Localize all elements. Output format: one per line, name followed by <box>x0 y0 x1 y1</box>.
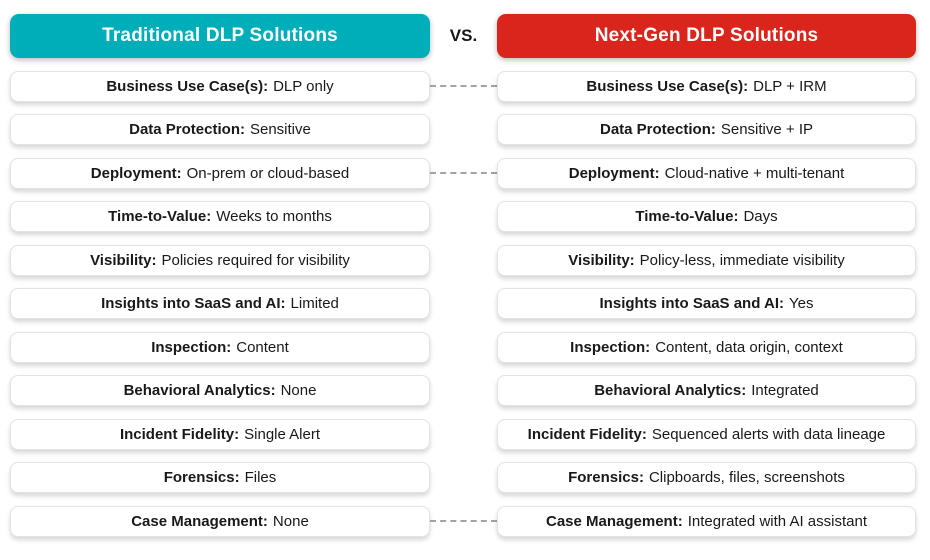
traditional-row-value: Weeks to months <box>216 208 332 225</box>
row-label: Deployment: <box>90 164 182 182</box>
traditional-row-value: Files <box>244 469 277 486</box>
traditional-row-value: None <box>280 382 317 399</box>
connector-cell <box>430 288 497 319</box>
connector-cell <box>430 506 497 537</box>
traditional-row: Inspection: Content <box>10 331 430 363</box>
connector-cell <box>430 201 497 232</box>
nextgen-row: Deployment: Cloud-native + multi-tenant <box>497 157 916 189</box>
row-label: Deployment: <box>568 164 660 182</box>
connector-cell <box>430 114 497 145</box>
traditional-row: Deployment: On-prem or cloud-based <box>10 157 430 189</box>
traditional-row-value: DLP only <box>273 77 334 95</box>
traditional-row: Visibility: Policies required for visibi… <box>10 244 430 276</box>
nextgen-row-value: Clipboards, files, screenshots <box>648 469 845 486</box>
traditional-header-label: Traditional DLP Solutions <box>102 25 338 46</box>
traditional-row-value: None <box>272 512 309 530</box>
row-label: Data Protection: <box>600 121 716 138</box>
row-label: Insights into SaaS and AI: <box>101 295 286 312</box>
row-label: Case Management: <box>131 512 268 530</box>
traditional-row: Case Management: None <box>10 505 430 537</box>
row-label: Business Use Case(s): <box>106 77 269 95</box>
nextgen-row: Business Use Case(s): DLP + IRM <box>497 70 916 102</box>
nextgen-row: Behavioral Analytics: Integrated <box>497 375 916 406</box>
row-label: Visibility: <box>568 251 635 269</box>
nextgen-row-value: Days <box>743 208 778 225</box>
nextgen-row: Case Management: Integrated with AI assi… <box>497 505 916 537</box>
vs-label: VS. <box>449 26 478 45</box>
connector-cell <box>430 71 497 102</box>
traditional-row-value: On-prem or cloud-based <box>186 164 350 182</box>
connector-cell <box>430 158 497 189</box>
nextgen-row: Insights into SaaS and AI: Yes <box>497 288 916 319</box>
row-label: Behavioral Analytics: <box>594 382 747 399</box>
nextgen-header: Next-Gen DLP Solutions <box>497 14 916 58</box>
nextgen-row: Incident Fidelity: Sequenced alerts with… <box>497 418 916 450</box>
row-label: Time-to-Value: <box>635 208 739 225</box>
connector-dashed-line <box>430 85 497 87</box>
nextgen-row-value: Yes <box>788 295 814 312</box>
traditional-row-value: Single Alert <box>244 425 321 443</box>
traditional-header: Traditional DLP Solutions <box>10 14 430 58</box>
nextgen-row-value: Integrated <box>751 382 819 399</box>
row-label: Behavioral Analytics: <box>123 382 276 399</box>
connector-dashed-line <box>430 520 497 522</box>
connector-cell <box>430 375 497 406</box>
nextgen-row: Data Protection: Sensitive + IP <box>497 114 916 145</box>
nextgen-row-value: Content, data origin, context <box>655 338 843 356</box>
nextgen-row: Forensics: Clipboards, files, screenshot… <box>497 462 916 493</box>
connector-cell <box>430 462 497 493</box>
nextgen-row-value: DLP + IRM <box>753 77 827 95</box>
traditional-row: Time-to-Value: Weeks to months <box>10 201 430 232</box>
traditional-row: Behavioral Analytics: None <box>10 375 430 406</box>
row-label: Forensics: <box>568 469 644 486</box>
nextgen-row-value: Policy-less, immediate visibility <box>639 251 845 269</box>
traditional-row: Data Protection: Sensitive <box>10 114 430 145</box>
row-label: Business Use Case(s): <box>586 77 749 95</box>
row-label: Visibility: <box>90 251 157 269</box>
row-label: Time-to-Value: <box>108 208 212 225</box>
nextgen-header-label: Next-Gen DLP Solutions <box>594 25 819 46</box>
dlp-comparison-board: Traditional DLP Solutions VS. Next-Gen D… <box>10 14 930 537</box>
connector-cell <box>430 332 497 363</box>
row-label: Incident Fidelity: <box>119 425 240 443</box>
nextgen-row: Inspection: Content, data origin, contex… <box>497 331 916 363</box>
traditional-row-value: Sensitive <box>249 121 311 138</box>
nextgen-row: Visibility: Policy-less, immediate visib… <box>497 244 916 276</box>
traditional-row: Insights into SaaS and AI: Limited <box>10 288 430 319</box>
traditional-row-value: Content <box>236 338 289 356</box>
vs-label-cell: VS. <box>430 14 497 58</box>
traditional-row-value: Limited <box>290 295 339 312</box>
connector-cell <box>430 419 497 450</box>
nextgen-row-value: Sensitive + IP <box>720 121 813 138</box>
row-label: Incident Fidelity: <box>527 425 647 443</box>
row-label: Insights into SaaS and AI: <box>599 295 784 312</box>
row-label: Inspection: <box>570 338 651 356</box>
traditional-row: Incident Fidelity: Single Alert <box>10 418 430 450</box>
traditional-row-value: Policies required for visibility <box>161 251 350 269</box>
comparison-grid: Traditional DLP Solutions VS. Next-Gen D… <box>10 14 930 537</box>
traditional-row: Forensics: Files <box>10 462 430 493</box>
nextgen-row: Time-to-Value: Days <box>497 201 916 232</box>
row-label: Case Management: <box>546 512 683 530</box>
row-label: Data Protection: <box>129 121 245 138</box>
connector-dashed-line <box>430 172 497 174</box>
nextgen-row-value: Integrated with AI assistant <box>687 512 867 530</box>
traditional-row: Business Use Case(s): DLP only <box>10 70 430 102</box>
nextgen-row-value: Sequenced alerts with data lineage <box>651 425 886 443</box>
connector-cell <box>430 245 497 276</box>
row-label: Inspection: <box>151 338 232 356</box>
nextgen-row-value: Cloud-native + multi-tenant <box>664 164 845 182</box>
row-label: Forensics: <box>163 469 240 486</box>
